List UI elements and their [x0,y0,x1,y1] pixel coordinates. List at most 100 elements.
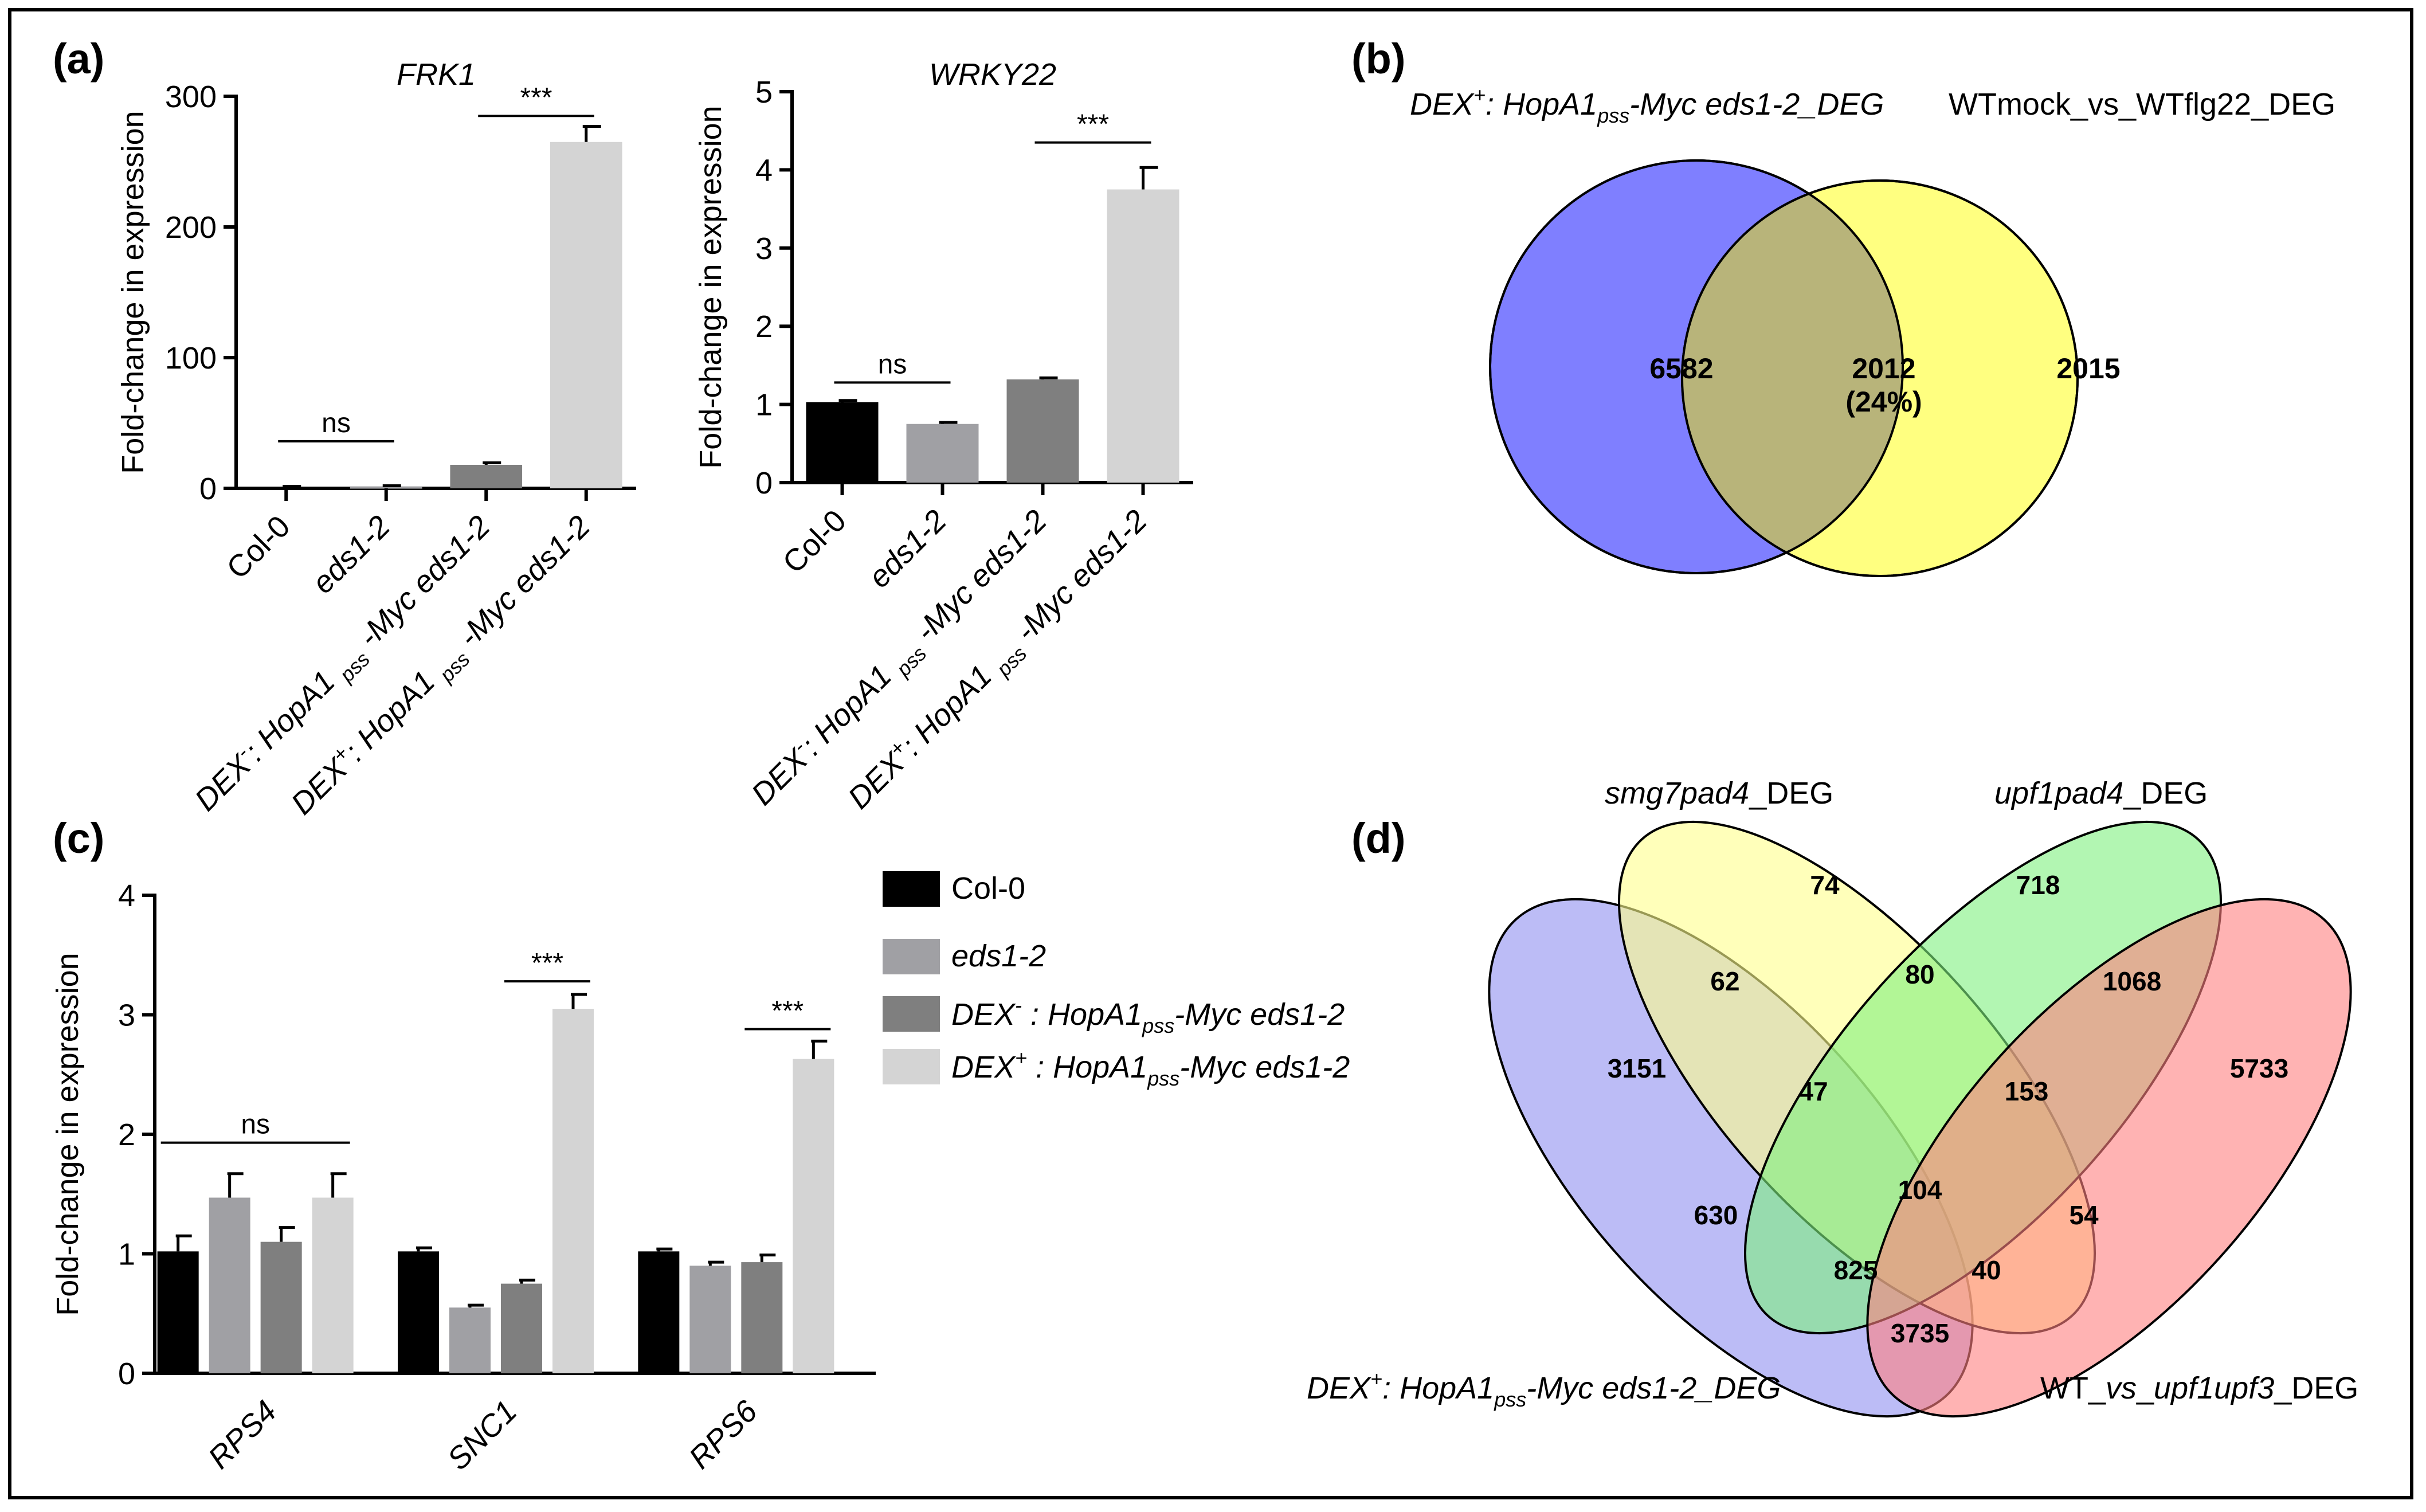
bar [1107,189,1179,483]
error-bar [811,1039,828,1059]
bar [1006,379,1079,483]
venn-d-region-12: 54 [2069,1200,2099,1230]
venn-d-region-6: 3151 [1608,1053,1666,1083]
bar [638,1251,680,1373]
bar [209,1197,250,1373]
venn-d-region-9: 5733 [2230,1053,2288,1083]
error-bar [330,1172,347,1198]
venn-d-region-8: 153 [2005,1076,2049,1106]
y-tick-label: 1 [755,388,773,422]
error-bar [1039,376,1058,379]
venn-b-left-only: 6582 [1649,352,1713,385]
legend-label-col0: Col-0 [951,871,1025,906]
panel-label-d: (d) [1351,814,1406,862]
y-tick-label: 3 [755,232,773,266]
significance-label: *** [520,83,552,113]
bar [501,1283,542,1373]
error-bar [656,1247,673,1252]
venn-d-shapes [1488,820,2352,1418]
panel-label-b: (b) [1351,35,1406,83]
significance-label: ns [241,1110,270,1140]
error-bar [416,1246,432,1252]
bar [260,1241,302,1373]
venn-d-label-wt: WT_vs_upf1upf3_DEG [2040,1371,2358,1405]
y-axis-label: Fold-change in expression [693,105,728,468]
y-tick-label: 4 [755,153,773,187]
bar [398,1251,439,1373]
bar [689,1266,731,1373]
bar [312,1197,354,1373]
venn-b-right-only: 2015 [2056,352,2120,385]
venn-d-label-upf1: upf1pad4_DEG [1994,776,2208,810]
bar [449,1307,491,1373]
venn-b-overlap: 2012 [1852,352,1915,385]
venn-right-outline [1681,179,2079,577]
venn-d-region-11: 630 [1694,1200,1738,1230]
error-bar [483,461,501,465]
bar [450,464,523,488]
bar [157,1251,199,1373]
y-tick-label: 200 [165,210,217,245]
legend-swatch-dex-minus [883,996,940,1032]
venn-d-region-13: 825 [1834,1255,1878,1285]
y-tick-label: 4 [118,879,135,913]
venn-d-region-15: 3735 [1891,1318,1949,1348]
y-axis-label: Fold-change in expression [50,953,85,1315]
bar [806,402,879,483]
y-tick-label: 0 [118,1357,135,1391]
bar [741,1262,783,1373]
venn-d-region-10: 104 [1898,1175,1942,1205]
significance-label: *** [771,996,804,1027]
venn-d-label-smg7: smg7pad4_DEG [1605,776,1833,810]
venn-d-region-14: 40 [1972,1255,2001,1285]
legend-entry-col0: Col-0 [883,871,1025,907]
y-tick-label: 3 [118,998,135,1033]
bar [552,1009,594,1373]
legend-swatch-col0 [883,871,940,907]
chart-title: WRKY22 [929,57,1056,92]
venn-left-outline [1489,159,1904,574]
venn-d-region-4: 80 [1905,959,1934,989]
error-bar [175,1234,192,1252]
bar [906,424,979,483]
venn-b-set-label-left: DEX+: HopA1pss-Myc eds1-2_DEG [1410,83,1884,127]
y-tick-label: 5 [755,75,773,109]
panel-label-c: (c) [53,814,104,862]
y-tick-label: 0 [755,466,773,500]
significance-label: ns [322,408,351,438]
venn-d-region-5: 1068 [2103,966,2161,996]
chart-title: FRK1 [397,57,476,92]
legend-entry-eds12: eds1-2 [883,939,1046,974]
error-bar [582,124,601,142]
y-tick-label: 0 [199,472,217,506]
y-tick-label: 2 [118,1118,135,1152]
venn-b-set-label-right: WTmock_vs_WTflg22_DEG [1949,87,2335,122]
bar [250,487,323,489]
error-bar [279,1226,295,1242]
y-tick-label: 300 [165,80,217,114]
error-bar [1139,166,1158,190]
legend-swatch-eds12 [883,939,940,974]
error-bar [519,1278,535,1284]
error-bar [939,421,958,424]
error-bar [759,1254,776,1263]
venn-overlap-region [1682,181,1903,573]
error-bar [708,1260,724,1266]
y-tick-label: 100 [165,341,217,375]
y-axis-label: Fold-change in expression [116,111,150,473]
panel-label-a: (a) [53,35,104,83]
bar [350,486,422,489]
y-tick-label: 1 [118,1237,135,1272]
venn-set-wt-vs-upf1upf3 [1866,898,2352,1418]
error-bar [468,1303,484,1308]
bar [793,1059,834,1373]
legend-label-eds12: eds1-2 [951,939,1046,973]
